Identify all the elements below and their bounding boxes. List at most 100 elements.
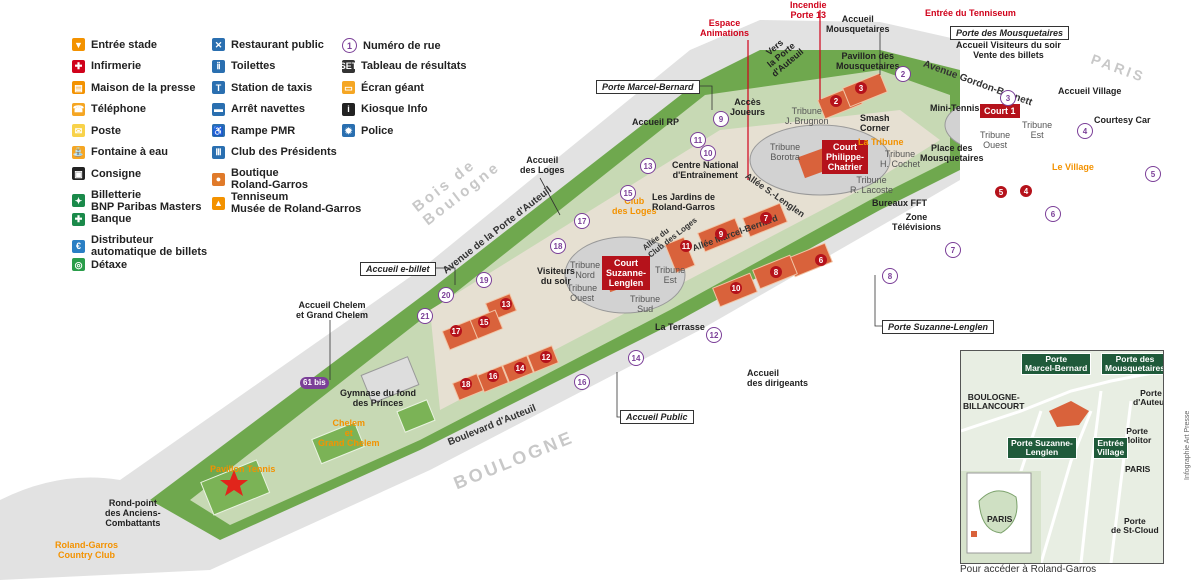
legend-item-label: Infirmerie bbox=[91, 60, 142, 72]
legend-item: ✉Poste bbox=[72, 124, 121, 137]
court-number-15: 15 bbox=[478, 316, 490, 328]
inset-porte-auteuil: Porte d'Auteuil bbox=[1133, 388, 1164, 407]
street-number-2: 2 bbox=[895, 66, 911, 82]
access-inset-map: Porte Marcel-Bernard Porte des Mousqueta… bbox=[960, 350, 1164, 564]
legend-item-label: Entrée stade bbox=[91, 38, 158, 51]
inset-stadium bbox=[1049, 401, 1089, 427]
phone-icon: ☎ bbox=[72, 102, 85, 116]
accueil-dirigeants-label: Accueil des dirigeants bbox=[747, 368, 809, 388]
legend-item-label: Arrêt navettes bbox=[231, 103, 305, 115]
inset-entree-village: Entrée Village bbox=[1093, 437, 1129, 459]
inset-paris-mini: PARIS bbox=[987, 514, 1013, 524]
street-number-13: 13 bbox=[640, 158, 656, 174]
country-club-label: Roland-Garros Country Club bbox=[55, 540, 119, 560]
legend-item-label: Écran géant bbox=[361, 81, 424, 94]
inset-porte-marcel-bernard: Porte Marcel-Bernard bbox=[1021, 353, 1092, 375]
inset-porte-st-cloud: Porte de St-Cloud bbox=[1111, 516, 1159, 535]
street-number-18: 18 bbox=[550, 238, 566, 254]
legend-item-label: Maison de la presse bbox=[91, 81, 196, 94]
espace-animations-label: Espace Animations bbox=[700, 18, 750, 38]
street-number-16: 16 bbox=[574, 374, 590, 390]
entrance-icon: ▼ bbox=[72, 38, 85, 51]
legend-item: ✕ Restaurant public bbox=[212, 38, 324, 51]
tenniseum-icon: ▲ bbox=[212, 196, 225, 210]
wheelchair-icon: ♿ bbox=[212, 124, 225, 137]
place-mousquetaires-label: Place des Mousquetaires bbox=[920, 143, 984, 163]
inset-caption: Pour accéder à Roland-Garros bbox=[960, 564, 1097, 575]
street-number-10: 10 bbox=[700, 145, 716, 161]
legend-item: ✚ Infirmerie bbox=[72, 59, 142, 73]
court-number-8: 8 bbox=[770, 266, 782, 278]
toilets-icon: ⅱ bbox=[212, 59, 225, 73]
shop-icon: ● bbox=[212, 172, 225, 186]
legend-item-label: Téléphone bbox=[91, 103, 147, 115]
n61bis-label: 61 bis bbox=[300, 377, 329, 389]
legend-item-label: Station de taxis bbox=[231, 81, 313, 94]
callout-lines bbox=[747, 10, 821, 180]
tribune-cochet-label: Tribune H. Cochet bbox=[880, 149, 921, 169]
legend-item: T Station de taxis bbox=[212, 81, 312, 94]
accueil-mousquetaires-label: Accueil Mousquetaires bbox=[826, 14, 890, 34]
pavillon-tennis-label: Pavillon Tennis bbox=[210, 464, 276, 474]
court-number-13: 13 bbox=[500, 298, 512, 310]
court-number-7: 7 bbox=[760, 212, 772, 224]
court-number-17: 17 bbox=[450, 325, 462, 337]
legend-item-label: Police bbox=[361, 124, 394, 137]
street-number-17: 17 bbox=[574, 213, 590, 229]
legend-item: ♿ Rampe PMR bbox=[212, 124, 295, 137]
pavillon-tennis-star-icon bbox=[220, 470, 248, 496]
shuttle-icon: ▬ bbox=[212, 102, 225, 116]
scoreboard-icon: SET bbox=[339, 59, 358, 73]
tribune-brugnon-label: Tribune J. Brugnon bbox=[785, 106, 829, 126]
atm-icon: € bbox=[72, 239, 85, 253]
accueil-public-box: Accueil Public bbox=[620, 410, 694, 424]
street-number-5: 5 bbox=[1145, 166, 1161, 182]
street-number-20: 20 bbox=[438, 287, 454, 303]
taxi-icon: T bbox=[212, 81, 225, 94]
accueil-loges-label: Accueil des Loges bbox=[520, 155, 565, 175]
legend-item-label: Distributeur automatique de billets bbox=[91, 234, 208, 258]
restaurant-icon: ✕ bbox=[212, 38, 225, 51]
legend-item-label: Rampe PMR bbox=[231, 124, 296, 137]
legend-item-label: Tenniseum Musée de Roland-Garros bbox=[231, 191, 362, 215]
courtesy-car-label: Courtesy Car bbox=[1094, 115, 1151, 125]
police-icon: ✹ bbox=[342, 124, 355, 137]
legend-item-label: Billetterie BNP Paribas Masters bbox=[91, 188, 202, 213]
gymnase-building bbox=[360, 356, 420, 404]
legend-item-label: Détaxe bbox=[91, 258, 128, 271]
court-1-ring bbox=[944, 105, 960, 145]
press-icon: ▤ bbox=[72, 81, 85, 94]
legend-item: ☎ Téléphone bbox=[72, 102, 147, 116]
legend-item-label: Restaurant public bbox=[231, 38, 324, 51]
les-jardins-label: Les Jardins de Roland-Garros bbox=[652, 192, 716, 212]
inset-boulogne-billancourt: BOULOGNE- BILLANCOURT bbox=[963, 392, 1025, 411]
court-number-12: 12 bbox=[540, 351, 552, 363]
court-number-16: 16 bbox=[487, 370, 499, 382]
site-map-svg bbox=[0, 10, 960, 580]
legend-item: ▬ Arrêt navettes bbox=[212, 102, 305, 116]
street-number-8: 8 bbox=[882, 268, 898, 284]
incendie-label: Incendie Porte 13 bbox=[790, 0, 827, 20]
legend-item: € Distributeur automatique de billets bbox=[72, 234, 207, 258]
court-number-11: 11 bbox=[680, 240, 692, 252]
legend-item: ▼ Entrée stade bbox=[72, 38, 157, 51]
porte-mousquetaires-box: Porte des Mousquetaires bbox=[950, 26, 1070, 40]
la-terrasse-label: La Terrasse bbox=[655, 322, 705, 332]
street-number-icon: 1 bbox=[342, 38, 357, 53]
club-des-loges-label: Club des Loges bbox=[612, 196, 657, 216]
street-number-14: 14 bbox=[628, 350, 644, 366]
inset-map-svg bbox=[961, 351, 1163, 563]
tribune-lacoste-label: Tribune R. Lacoste bbox=[850, 175, 894, 195]
legend-item-label: Fontaine à eau bbox=[91, 146, 169, 158]
legend-item: ▣Consigne bbox=[72, 167, 141, 180]
court-number-2: 2 bbox=[830, 95, 842, 107]
legend-item: ▤ Maison de la presse bbox=[72, 81, 196, 94]
infirmary-icon: ✚ bbox=[72, 59, 85, 73]
tribune-ouest-sl-label: Tribune Ouest bbox=[567, 283, 598, 303]
porte-marcel-bernard-box: Porte Marcel-Bernard bbox=[596, 80, 700, 94]
gymnase-label: Gymnase du fond des Princes bbox=[340, 388, 417, 408]
street-number-12: 12 bbox=[706, 327, 722, 343]
street-number-3: 3 bbox=[1000, 90, 1016, 106]
